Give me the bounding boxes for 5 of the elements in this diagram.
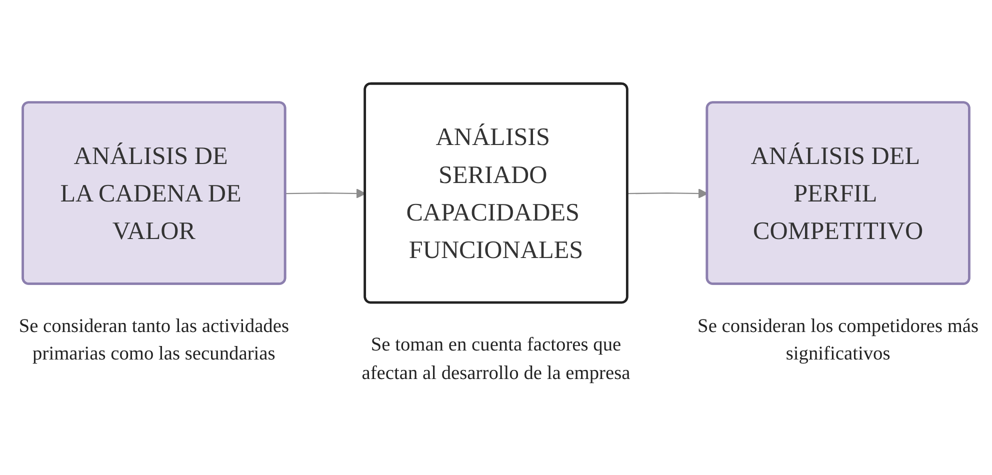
caption-text: Se consideran tanto las actividades primarias como las secundarias [18, 313, 290, 366]
arrow [628, 188, 708, 198]
caption-text: Se toman en cuenta factores que afectan al desarrollo de la empresa [360, 332, 632, 386]
arrow [286, 188, 366, 198]
caption-text: Se consideran los competidores más significativos [696, 313, 980, 366]
